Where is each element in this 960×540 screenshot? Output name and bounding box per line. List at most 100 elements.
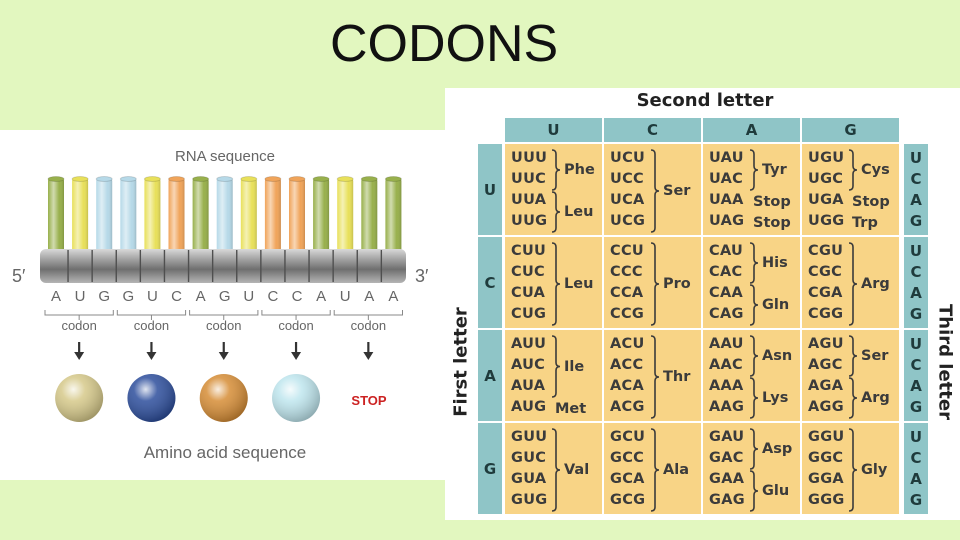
down-arrow-icon (146, 342, 157, 360)
codon-UAG: UAG (709, 213, 745, 229)
brace-path (749, 284, 759, 326)
brace-path (848, 242, 858, 326)
codon-AGA: AGA (808, 378, 844, 394)
base-letter: G (219, 288, 231, 305)
rna-sequence-heading: RNA sequence (175, 148, 275, 165)
codon-GUG: GUG (511, 492, 548, 508)
nucleotide-shine (192, 178, 209, 252)
codon-AAG: AAG (709, 399, 745, 415)
base-letter: C (292, 288, 303, 305)
third-letter-C: C (910, 449, 922, 468)
codon-AUU: AUU (511, 336, 547, 352)
codon-CUC: CUC (511, 264, 545, 280)
brace-path (551, 335, 561, 398)
nucleotide-shine (216, 178, 233, 252)
third-letter-A: A (910, 190, 922, 209)
third-letter-U: U (909, 242, 923, 261)
amino-acid-cys: Cys (861, 162, 890, 178)
third-letter-label: Third letter (934, 304, 956, 420)
amino-acid-ile: Ile (564, 358, 585, 375)
nucleotide-shine (144, 178, 161, 252)
nucleotide-shine (337, 178, 354, 252)
codon-AUG: AUG (511, 399, 547, 415)
nucleotide-cap (288, 176, 306, 182)
codon-group-brace (749, 377, 759, 419)
base-letter: A (388, 288, 398, 305)
arrow-head (291, 352, 302, 360)
amino-acid-stop: Stop (753, 193, 791, 210)
amino-acid-sequence-label: Amino acid sequence (144, 443, 307, 462)
codon-CGG: CGG (808, 306, 844, 322)
brace-path (749, 149, 759, 191)
codon-CAU: CAU (709, 243, 744, 259)
codon-ACU: ACU (610, 336, 645, 352)
codon-AGC: AGC (808, 357, 843, 373)
codon-AAU: AAU (709, 336, 744, 352)
amino-acid-ser: Ser (861, 348, 889, 364)
base-letter: C (171, 288, 182, 305)
codon-AGU: AGU (808, 336, 844, 352)
second-letter-A: A (703, 118, 800, 142)
rna-backbone (40, 249, 406, 283)
codon-group-brace (650, 428, 660, 512)
nucleotide-C (288, 176, 306, 252)
amino-acid-ball-shine (199, 374, 248, 422)
nucleotide-shine (313, 178, 330, 252)
codon-GAU: GAU (709, 429, 745, 445)
codon-group-brace (551, 191, 561, 233)
third-letter-C: C (910, 263, 922, 282)
codon-GAA: GAA (709, 471, 745, 487)
nucleotide-shine (289, 178, 305, 252)
third-letter-C: C (910, 170, 922, 189)
second-letter-G: G (802, 118, 899, 142)
brace-path (848, 428, 858, 512)
base-letter: A (316, 288, 326, 305)
page-title: CODONS (330, 15, 559, 73)
amino-acid-stop: Stop (753, 214, 791, 231)
base-letter: G (98, 288, 110, 305)
first-letter-label: First letter (450, 307, 472, 417)
nucleotide-cap (360, 176, 378, 182)
codon-CGU: CGU (808, 243, 844, 259)
codon-CAG: CAG (709, 306, 744, 322)
brace-path (749, 242, 759, 284)
nucleotide-shine (361, 178, 378, 252)
codon-group-brace (848, 149, 858, 191)
codon-GUC: GUC (511, 450, 547, 466)
brace-path (650, 335, 660, 419)
nucleotide-cap (95, 176, 113, 182)
codon-label: codon (351, 318, 386, 333)
codon-group-brace (749, 284, 759, 326)
codon-AUC: AUC (511, 357, 546, 373)
amino-acid-ball-shine (272, 374, 321, 422)
codon-CCA: CCA (610, 285, 644, 301)
codon-group-brace (749, 470, 759, 512)
nucleotide-shine (48, 178, 64, 252)
nucleotide-G (95, 176, 113, 252)
third-letter-A: A (910, 283, 922, 302)
amino-acid-ala: Ala (663, 462, 689, 478)
nucleotide-U (71, 176, 89, 252)
brace-path (749, 428, 759, 470)
first-letter-axis: First letter (447, 302, 475, 422)
codon-group-brace (749, 428, 759, 470)
down-arrow-icon (363, 342, 374, 360)
nucleotide-cap (216, 176, 234, 182)
codon-UAC: UAC (709, 171, 744, 187)
nucleotide-U (143, 176, 161, 252)
arrow-head (218, 352, 229, 360)
nucleotide-cap (119, 176, 137, 182)
third-letter-G: G (909, 304, 923, 323)
third-letter-U: U (909, 149, 923, 168)
